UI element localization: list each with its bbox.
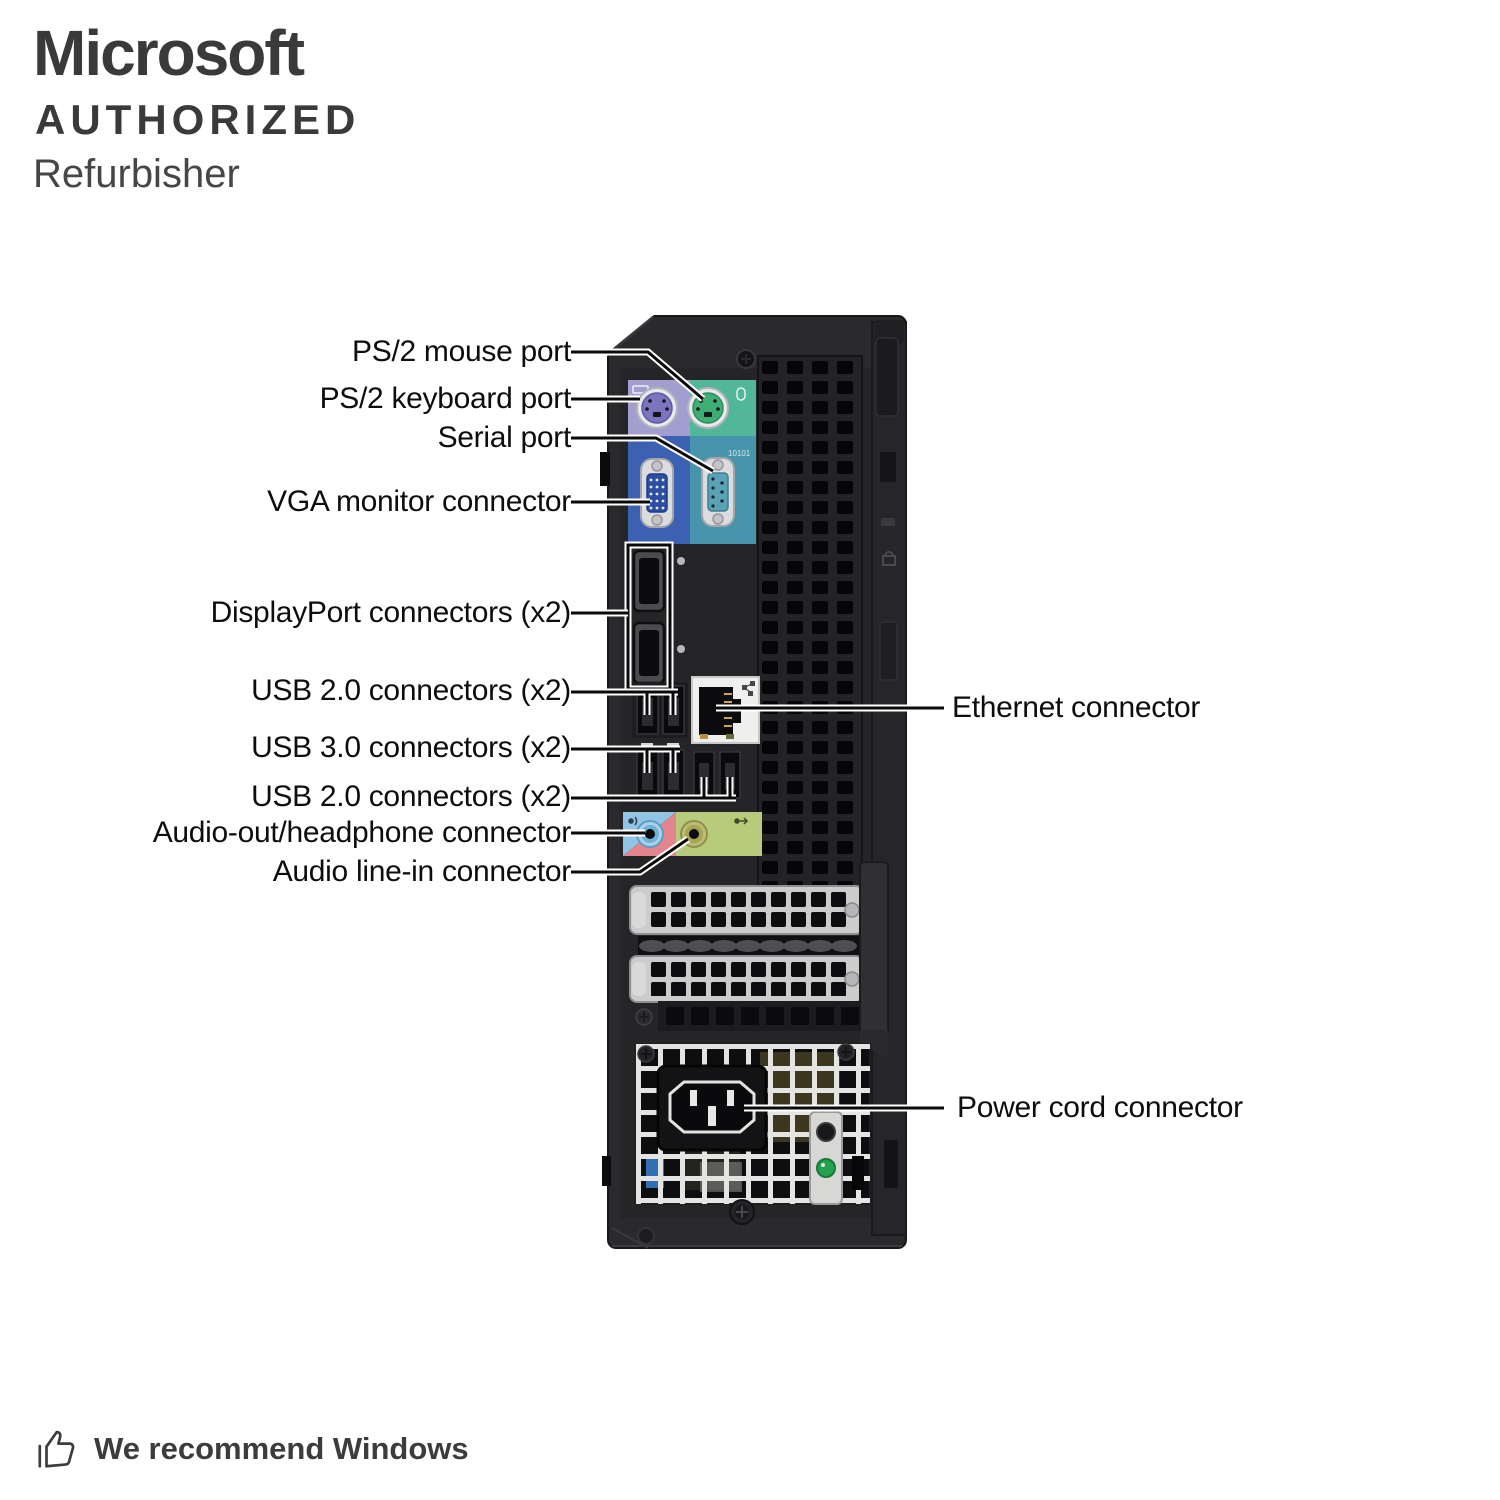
windows-recommendation: We recommend Windows [35, 1424, 469, 1474]
label-power-cord-connector: Power cord connector [957, 1090, 1243, 1124]
label-ps2-keyboard-port: PS/2 keyboard port [319, 381, 572, 415]
label-usb2-connectors-top: USB 2.0 connectors (x2) [251, 673, 571, 707]
label-usb3-connectors: USB 3.0 connectors (x2) [251, 730, 571, 764]
usb3-ports [636, 743, 685, 799]
displayport-ports [632, 549, 685, 685]
serial-port: 10101 [701, 449, 751, 527]
label-audio-out-headphone: Audio-out/headphone connector [152, 815, 572, 849]
audio-out-headphone-jack [636, 820, 664, 848]
network-icon [742, 681, 755, 696]
logo-authorized: AUTHORIZED [35, 96, 361, 143]
mouse-icon [736, 387, 746, 401]
line-in-icon [628, 816, 638, 826]
recommendation-text: We recommend Windows [94, 1431, 469, 1466]
psu-screws [637, 1043, 855, 1225]
padlock-icon [882, 551, 896, 566]
ps2-keyboard-port [636, 387, 678, 429]
vga-port [640, 458, 674, 528]
vent-grille [757, 355, 863, 909]
label-displayport-connectors: DisplayPort connectors (x2) [210, 595, 572, 629]
label-vga-monitor-connector: VGA monitor connector [267, 484, 571, 518]
label-usb2-connectors-bottom: USB 2.0 connectors (x2) [251, 779, 571, 813]
diagnostic-button [816, 1122, 836, 1142]
label-ps2-mouse-port: PS/2 mouse port [352, 334, 571, 368]
label-serial-port: Serial port [437, 420, 572, 454]
logo-refurbisher: Refurbisher [33, 152, 240, 196]
serial-marking-label: 10101 [728, 449, 751, 458]
label-audio-line-in: Audio line-in connector [272, 854, 572, 888]
callout-lines [571, 348, 944, 1112]
power-inlet [656, 1064, 768, 1152]
audio-line-in-jack [680, 820, 708, 848]
audio-jacks [623, 812, 762, 856]
audio-out-icon [734, 817, 749, 825]
power-led [816, 1158, 836, 1178]
label-ethernet-connector: Ethernet connector [952, 690, 1201, 724]
power-indicator-bracket [809, 1111, 843, 1205]
expansion-slots [629, 861, 889, 1071]
thumbs-up-icon [38, 1430, 75, 1468]
logo-microsoft: Microsoft [33, 17, 305, 89]
usb2-ports-bottom [693, 751, 741, 799]
